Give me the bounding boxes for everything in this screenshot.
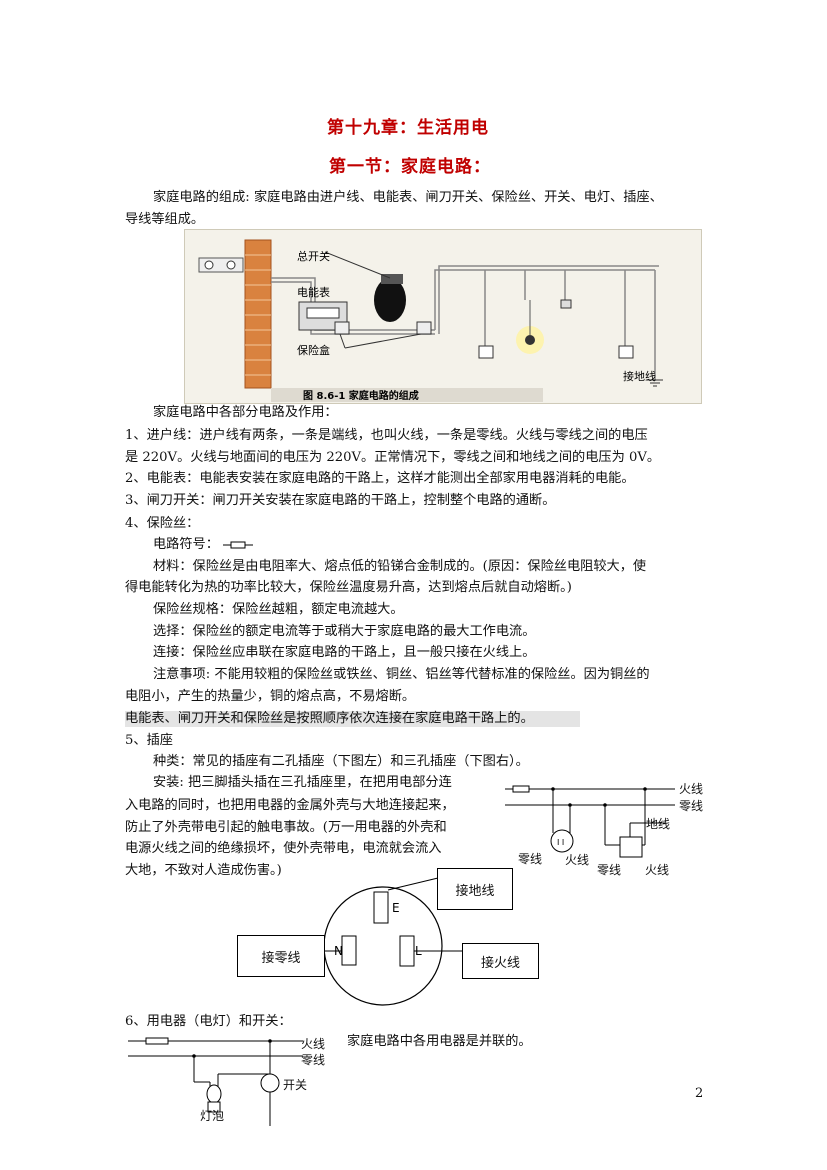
item3-line: 3、闸刀开关：闸刀开关安装在家庭电路的干路上，控制整个电路的通断。 (125, 493, 556, 508)
item1-line-1: 1、进户线：进户线有两条，一条是端线，也叫火线，一条是零线。火线与零线之间的电压 (125, 428, 648, 443)
live-wire-box: 接火线 (462, 943, 539, 979)
socket-types-line: 种类：常见的插座有二孔插座（下图左）和三孔插座（下图右）。 (153, 754, 529, 769)
three-hole-neutral-label: 零线 (597, 863, 622, 877)
item6-heading: 6、用电器（电灯）和开关： (125, 1014, 292, 1029)
switch-label: 开关 (283, 1078, 308, 1092)
fuse-symbol-line: 电路符号： (153, 537, 254, 553)
lamp-live-label: 火线 (301, 1037, 326, 1051)
lamp-switch-diagram (128, 1037, 303, 1126)
install-line-1: 安装: 把三脚插头插在三孔插座里，在把用电部分连 (153, 775, 452, 790)
page-number: 2 (695, 1086, 704, 1101)
socket-wiring-diagram: I I (505, 785, 675, 858)
figure1-caption: 图 8.6-1 家庭电路的组成 (303, 389, 419, 402)
chapter-title: 第十九章：生活用电 (327, 118, 489, 138)
pin-e-label: E (392, 901, 400, 915)
install-line-5: 大地，不致对人造成伤害。) (125, 863, 282, 878)
main-switch-label: 总开关 (297, 249, 330, 263)
pin-n-label: N (334, 944, 343, 958)
socket-ground-label: 地线 (646, 817, 671, 831)
three-hole-live-label: 火线 (645, 863, 670, 877)
intro-line-1: 家庭电路的组成: 家庭电路由进户线、电能表、闸刀开关、保险丝、开关、电灯、插座、 (153, 190, 663, 205)
ground-wire-label: 接地线 (623, 369, 656, 383)
fuse-symbol-icon (223, 541, 254, 548)
lamp-neutral-label: 零线 (301, 1053, 326, 1067)
material-line-1: 材料：保险丝是由电阻率大、熔点低的铅锑合金制成的。(原因：保险丝电阻较大，使 (153, 559, 647, 574)
item4-heading: 4、保险丝： (125, 516, 200, 531)
material-line-2: 得电能转化为热的功率比较大，保险丝温度易升高，达到熔点后就自动熔断。) (125, 580, 572, 595)
bulb-label: 灯泡 (200, 1109, 225, 1123)
item5-heading: 5、插座 (125, 733, 173, 748)
household-circuit-drawing: 总开关 电能表 保险盒 接地线 图 8.6-1 家庭电路的组成 (198, 239, 663, 402)
parts-heading: 家庭电路中各部分电路及作用： (153, 405, 338, 420)
pin-l-label: L (415, 944, 422, 958)
two-hole-live-label: 火线 (565, 853, 590, 867)
section-title: 第一节：家庭电路： (329, 157, 491, 177)
meter-label: 电能表 (297, 285, 330, 299)
item2-line: 2、电能表：电能表安装在家庭电路的干路上，这样才能测出全部家用电器消耗的电能。 (125, 471, 635, 486)
install-line-3: 防止了外壳带电引起的触电事故。(万一用电器的外壳和 (125, 820, 447, 835)
install-line-4: 电源火线之间的绝缘损坏，使外壳带电，电流就会流入 (125, 841, 442, 856)
choose-line: 选择：保险丝的额定电流等于或稍大于家庭电路的最大工作电流。 (153, 624, 536, 639)
spec-line: 保险丝规格：保险丝越粗，额定电流越大。 (153, 602, 404, 617)
fuse-symbol-text: 电路符号： (153, 537, 219, 552)
three-pin-plug-diagram: E N L (323, 877, 462, 1006)
neutral-wire-box: 接零线 (237, 935, 325, 977)
intro-line-2: 导线等组成。 (125, 212, 205, 227)
item1-line-2: 是 220V。火线与地面间的电压为 220V。正常情况下，零线之间和地线之间的电… (125, 450, 661, 465)
connect-line: 连接：保险丝应串联在家庭电路的干路上，且一般只接在火线上。 (153, 645, 536, 660)
install-line-2: 入电路的同时，也把用电器的金属外壳与大地连接起来， (125, 798, 455, 813)
socket-neutral-label: 零线 (679, 799, 704, 813)
highlight-line: 电能表、闸刀开关和保险丝是按照顺序依次连接在家庭电路干路上的。 (125, 711, 580, 727)
notes-line-1: 注意事项: 不能用较粗的保险丝或铁丝、铜丝、铝丝等代替标准的保险丝。因为铜丝的 (153, 667, 650, 682)
svg-text:I I: I I (557, 838, 564, 847)
household-circuit-figure: 总开关 电能表 保险盒 接地线 图 8.6-1 家庭电路的组成 (184, 229, 702, 404)
ground-wire-box: 接地线 (437, 868, 513, 910)
two-hole-neutral-label: 零线 (518, 852, 543, 866)
notes-line-2: 电阻小，产生的热量少，铜的熔点高，不易熔断。 (125, 689, 416, 704)
socket-live-label: 火线 (679, 782, 704, 796)
fuse-box-label: 保险盒 (297, 343, 330, 357)
parallel-note: 家庭电路中各用电器是并联的。 (347, 1034, 532, 1049)
